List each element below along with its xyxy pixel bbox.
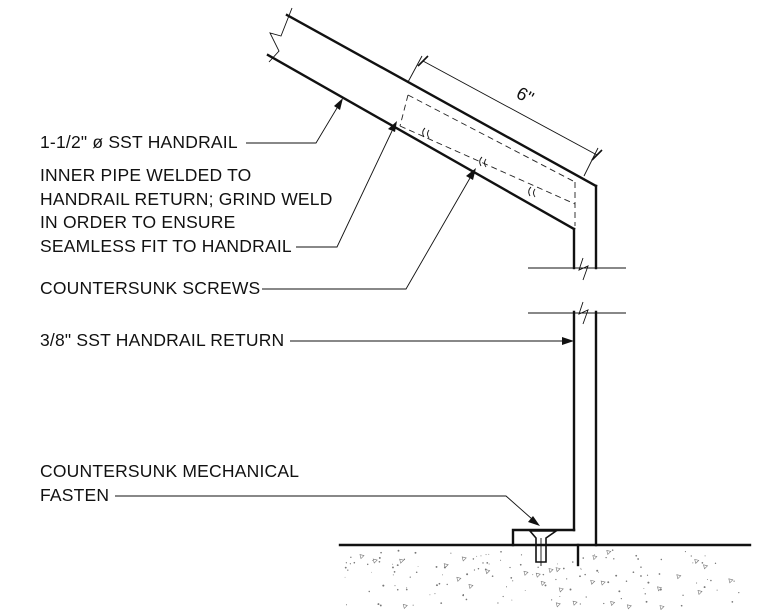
label-fasten-line-2: FASTEN (40, 485, 109, 505)
screw-mark (528, 186, 536, 198)
pipe-break-line (268, 7, 293, 63)
dimension-label: 6" (513, 83, 537, 108)
screw-mark (422, 127, 430, 139)
break-symbol (578, 301, 589, 325)
screw-mark (479, 156, 487, 168)
leader-screws (262, 168, 476, 290)
fastener (528, 530, 559, 566)
handrail-pipe (266, 7, 598, 231)
ground-slab (338, 543, 752, 611)
label-inner-pipe-line-1: INNER PIPE WELDED TO (40, 165, 251, 185)
leader-handrail (246, 98, 343, 144)
label-screws: COUNTERSUNK SCREWS (40, 278, 260, 298)
dimension-6in: 6" (407, 55, 603, 177)
label-inner-pipe-line-2: HANDRAIL RETURN; GRIND WELD (40, 189, 333, 209)
label-handrail: 1-1/2" ø SST HANDRAIL (40, 132, 238, 152)
leader-fasten (115, 495, 540, 526)
label-fasten-line-1: COUNTERSUNK MECHANICAL (40, 461, 299, 481)
label-inner-pipe-line-4: SEAMLESS FIT TO HANDRAIL (40, 236, 292, 256)
label-return: 3/8" SST HANDRAIL RETURN (40, 330, 284, 350)
break-symbol (578, 257, 589, 281)
inner-pipe-hidden (399, 94, 576, 226)
leader-inner-pipe (296, 121, 397, 248)
leader-return (290, 337, 574, 345)
concrete-stipple (344, 549, 740, 611)
screw-marks (422, 127, 536, 198)
label-inner-pipe-line-3: IN ORDER TO ENSURE (40, 212, 236, 232)
handrail-return (511, 184, 626, 567)
